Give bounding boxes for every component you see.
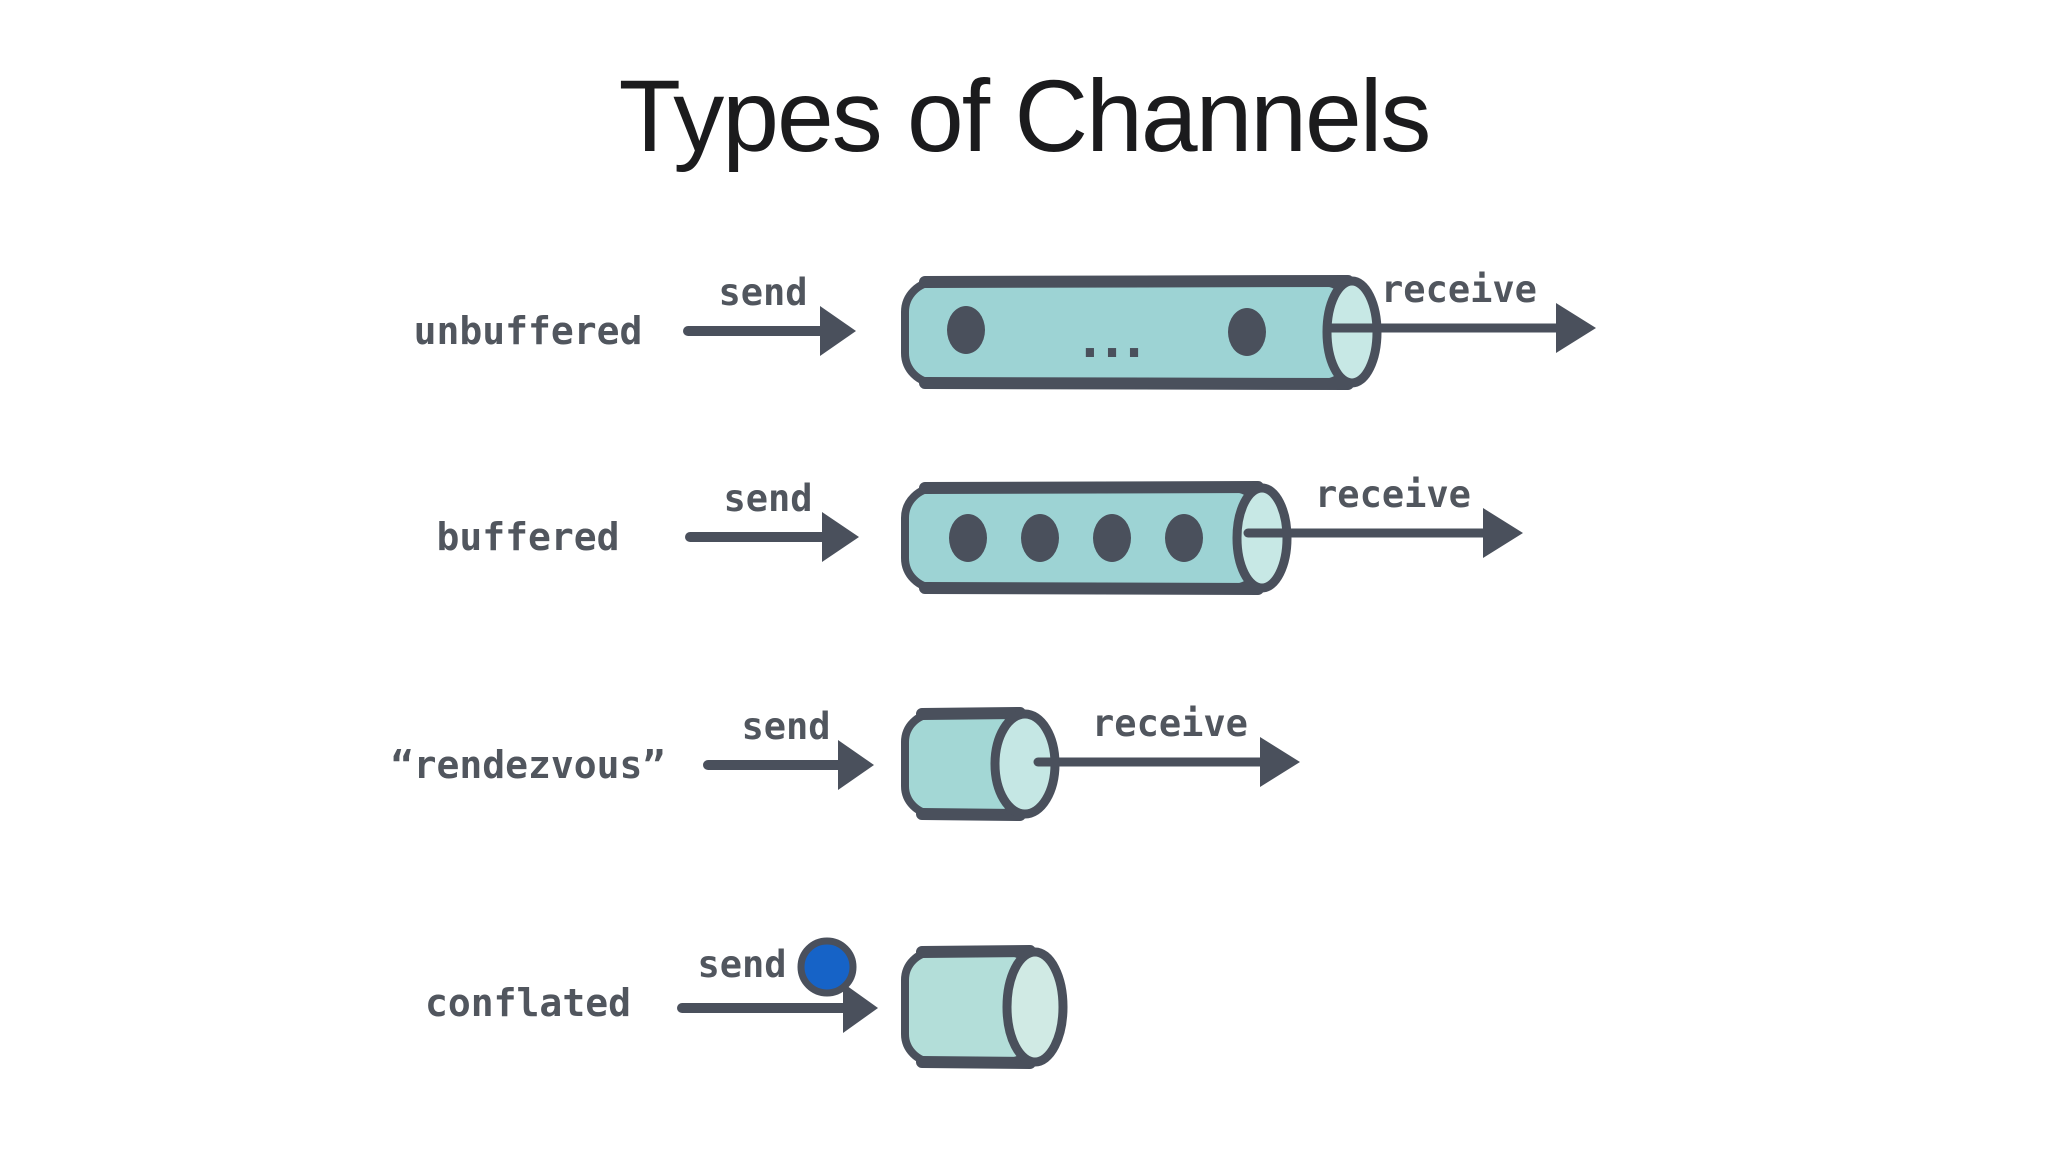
channel-bottom-stroke: [916, 808, 1026, 821]
channel-bottom-stroke: [916, 1056, 1036, 1069]
receive-label: receive: [1315, 473, 1471, 516]
conflated-send-arrow: [677, 983, 878, 1033]
send-label: send: [723, 477, 813, 520]
pending-item-dot: [797, 937, 857, 997]
buffered-receive-arrow: [1243, 508, 1523, 558]
send-arrow-head: [838, 740, 874, 790]
channel-item-dot: [1165, 514, 1203, 562]
rendezvous-channel-cylinder: [901, 707, 1060, 821]
buffered-send-arrow: [685, 512, 859, 562]
channel-type-label-conflated: conflated: [425, 981, 631, 1025]
channel-ellipsis: ...: [1074, 311, 1149, 369]
unbuffered-send-arrow: [683, 306, 856, 356]
channel-top-stroke: [916, 945, 1036, 958]
channel-opening: [1232, 483, 1292, 593]
channel-bottom-stroke: [919, 582, 1264, 595]
channel-top-stroke: [916, 707, 1026, 720]
rendezvous-receive-arrow: [1033, 737, 1300, 787]
channel-top-stroke: [919, 275, 1354, 288]
receive-label: receive: [1092, 702, 1248, 745]
slide-title: Types of Channels: [618, 59, 1432, 173]
conflated-channel-cylinder: [901, 945, 1068, 1069]
channel-item-dot: [949, 514, 987, 562]
receive-arrow-head: [1260, 737, 1300, 787]
channel-top-stroke: [919, 481, 1264, 494]
send-arrow-head: [843, 983, 878, 1033]
channel-item-dot: [1228, 308, 1266, 356]
unbuffered-receive-arrow: [1325, 303, 1596, 353]
receive-arrow-head: [1556, 303, 1596, 353]
send-arrow-head: [820, 306, 856, 356]
receive-label: receive: [1381, 268, 1537, 311]
send-label: send: [718, 271, 808, 314]
channel-type-label-rendezvous: “rendezvous”: [390, 743, 666, 787]
channel-bottom-stroke: [919, 377, 1354, 390]
send-label: send: [697, 943, 787, 986]
channel-item-dot: [947, 306, 985, 354]
channel-type-label-buffered: buffered: [436, 515, 620, 559]
channel-type-label-unbuffered: unbuffered: [413, 309, 643, 353]
receive-arrow-head: [1483, 508, 1523, 558]
channel-item-dot: [1093, 514, 1131, 562]
send-label: send: [741, 705, 831, 748]
send-arrow-head: [822, 512, 859, 562]
channel-opening: [1002, 947, 1068, 1067]
buffered-channel-cylinder: [901, 481, 1292, 595]
rendezvous-send-arrow: [703, 740, 874, 790]
channel-item-dot: [1021, 514, 1059, 562]
